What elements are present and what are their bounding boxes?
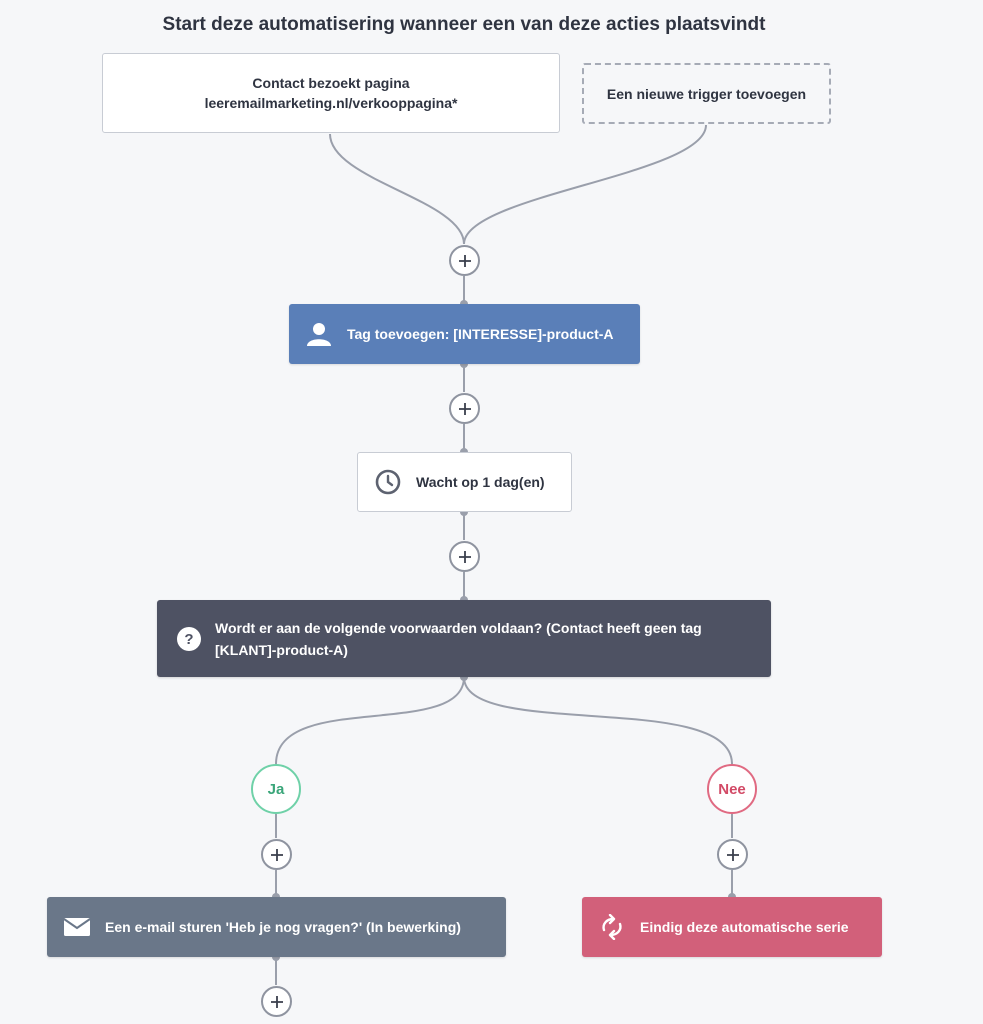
envelope-icon bbox=[63, 913, 91, 941]
add-step-button[interactable] bbox=[449, 245, 480, 276]
step-add-tag-label: Tag toevoegen: [INTERESSE]-product-A bbox=[347, 326, 614, 342]
step-end-series-label: Eindig deze automatische serie bbox=[640, 919, 849, 935]
add-step-button-yes[interactable] bbox=[261, 839, 292, 870]
branch-yes[interactable]: Ja bbox=[251, 764, 301, 814]
step-send-email[interactable]: Een e-mail sturen 'Heb je nog vragen?' (… bbox=[47, 897, 506, 957]
step-condition-label: Wordt er aan de volgende voorwaarden vol… bbox=[215, 619, 702, 658]
svg-text:?: ? bbox=[184, 631, 193, 648]
add-trigger-button[interactable]: Een nieuwe trigger toevoegen bbox=[582, 63, 831, 124]
plus-icon bbox=[458, 402, 471, 415]
automation-heading: Start deze automatisering wanneer een va… bbox=[162, 14, 766, 35]
step-end-series[interactable]: Eindig deze automatische serie bbox=[582, 897, 882, 957]
plus-icon bbox=[458, 254, 471, 267]
plus-icon bbox=[270, 995, 283, 1008]
plus-icon bbox=[726, 848, 739, 861]
plus-icon bbox=[270, 848, 283, 861]
step-send-email-label: Een e-mail sturen 'Heb je nog vragen?' (… bbox=[105, 919, 461, 935]
refresh-arrows-icon bbox=[598, 913, 626, 941]
add-step-button[interactable] bbox=[449, 541, 480, 572]
question-icon: ? bbox=[175, 625, 203, 653]
step-wait[interactable]: Wacht op 1 dag(en) bbox=[357, 452, 572, 512]
step-condition[interactable]: ? Wordt er aan de volgende voorwaarden v… bbox=[157, 600, 771, 677]
add-step-button-no[interactable] bbox=[717, 839, 748, 870]
user-icon bbox=[305, 320, 333, 348]
trigger-label-line1: Contact bezoekt pagina bbox=[252, 75, 410, 91]
clock-icon bbox=[374, 468, 402, 496]
add-step-button[interactable] bbox=[449, 393, 480, 424]
branch-no-label: Nee bbox=[718, 780, 746, 798]
add-step-button-after-email[interactable] bbox=[261, 986, 292, 1017]
trigger-page-visit[interactable]: Contact bezoekt pagina leeremailmarketin… bbox=[102, 53, 560, 133]
step-wait-label: Wacht op 1 dag(en) bbox=[416, 474, 545, 490]
step-add-tag[interactable]: Tag toevoegen: [INTERESSE]-product-A bbox=[289, 304, 640, 364]
trigger-label-line2: leeremailmarketing.nl/verkooppagina* bbox=[204, 95, 458, 111]
branch-yes-label: Ja bbox=[267, 780, 285, 798]
branch-no[interactable]: Nee bbox=[707, 764, 757, 814]
plus-icon bbox=[458, 550, 471, 563]
add-trigger-label: Een nieuwe trigger toevoegen bbox=[606, 85, 807, 102]
